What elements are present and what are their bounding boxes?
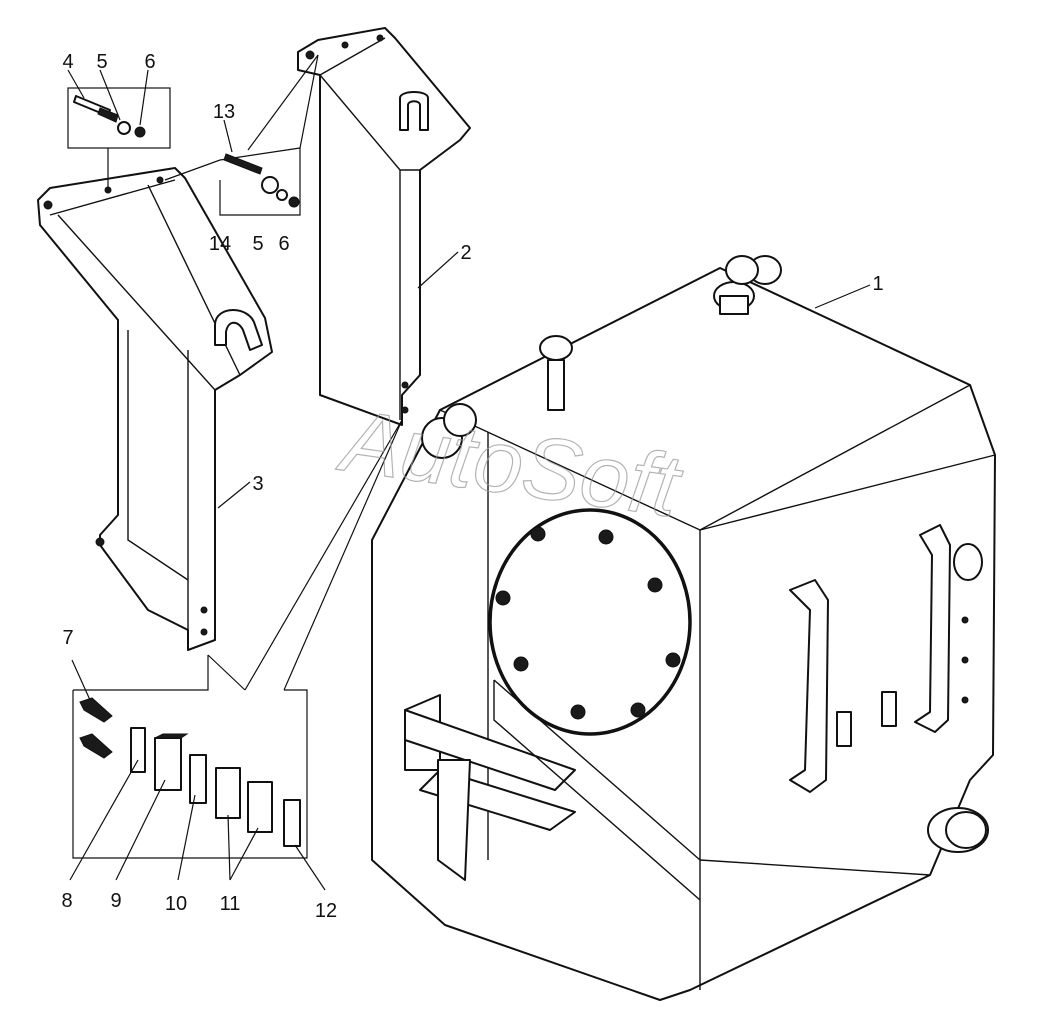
side-handle bbox=[789, 524, 951, 793]
pads bbox=[215, 767, 273, 833]
callout-label-c14: 14 bbox=[209, 233, 231, 255]
callout-label-c7: 7 bbox=[62, 627, 73, 649]
filler-cap bbox=[713, 281, 755, 315]
step-bracket bbox=[404, 679, 701, 901]
callout-label-c5b: 5 bbox=[252, 233, 263, 255]
screw bbox=[79, 697, 113, 759]
callout-label-c3: 3 bbox=[252, 473, 263, 495]
leader-6 bbox=[139, 69, 149, 126]
leader-13 bbox=[223, 119, 233, 153]
plate-end bbox=[283, 799, 301, 847]
leader-5 bbox=[99, 69, 121, 121]
leader-4 bbox=[67, 69, 85, 99]
callout-label-c5a: 5 bbox=[96, 51, 107, 73]
leader-3 bbox=[217, 481, 251, 509]
callout-label-c2: 2 bbox=[460, 242, 471, 264]
hardware-group-top-left bbox=[67, 87, 171, 192]
plate-thick bbox=[154, 733, 189, 791]
hardware-group-top-mid bbox=[164, 54, 319, 216]
right-bracket bbox=[297, 27, 471, 426]
drain-plug bbox=[927, 807, 989, 853]
callout-label-c11: 11 bbox=[220, 893, 241, 915]
plate-thin bbox=[189, 754, 207, 804]
callout-label-c10: 10 bbox=[165, 893, 187, 915]
plate-small bbox=[130, 727, 146, 773]
washer-large bbox=[261, 176, 279, 194]
callout-label-c12: 12 bbox=[315, 900, 337, 922]
callout-label-c8: 8 bbox=[61, 890, 72, 912]
fuel-tank bbox=[371, 255, 996, 1001]
callout-label-c6a: 6 bbox=[144, 51, 155, 73]
callout-label-c13: 13 bbox=[213, 101, 235, 123]
leader-1 bbox=[814, 284, 871, 309]
callout-label-c4: 4 bbox=[62, 51, 73, 73]
callout-label-c9: 9 bbox=[110, 890, 121, 912]
washer bbox=[117, 121, 131, 135]
bolt bbox=[73, 95, 119, 123]
breather-valve bbox=[539, 335, 573, 411]
hardware-group-bottom bbox=[69, 419, 403, 891]
bolt-long bbox=[223, 153, 263, 175]
left-bracket bbox=[37, 167, 273, 651]
nut bbox=[134, 126, 146, 138]
leader-2 bbox=[417, 251, 459, 289]
callout-label-c6b: 6 bbox=[278, 233, 289, 255]
inspection-cover bbox=[488, 508, 692, 736]
callout-label-c1: 1 bbox=[872, 273, 883, 295]
